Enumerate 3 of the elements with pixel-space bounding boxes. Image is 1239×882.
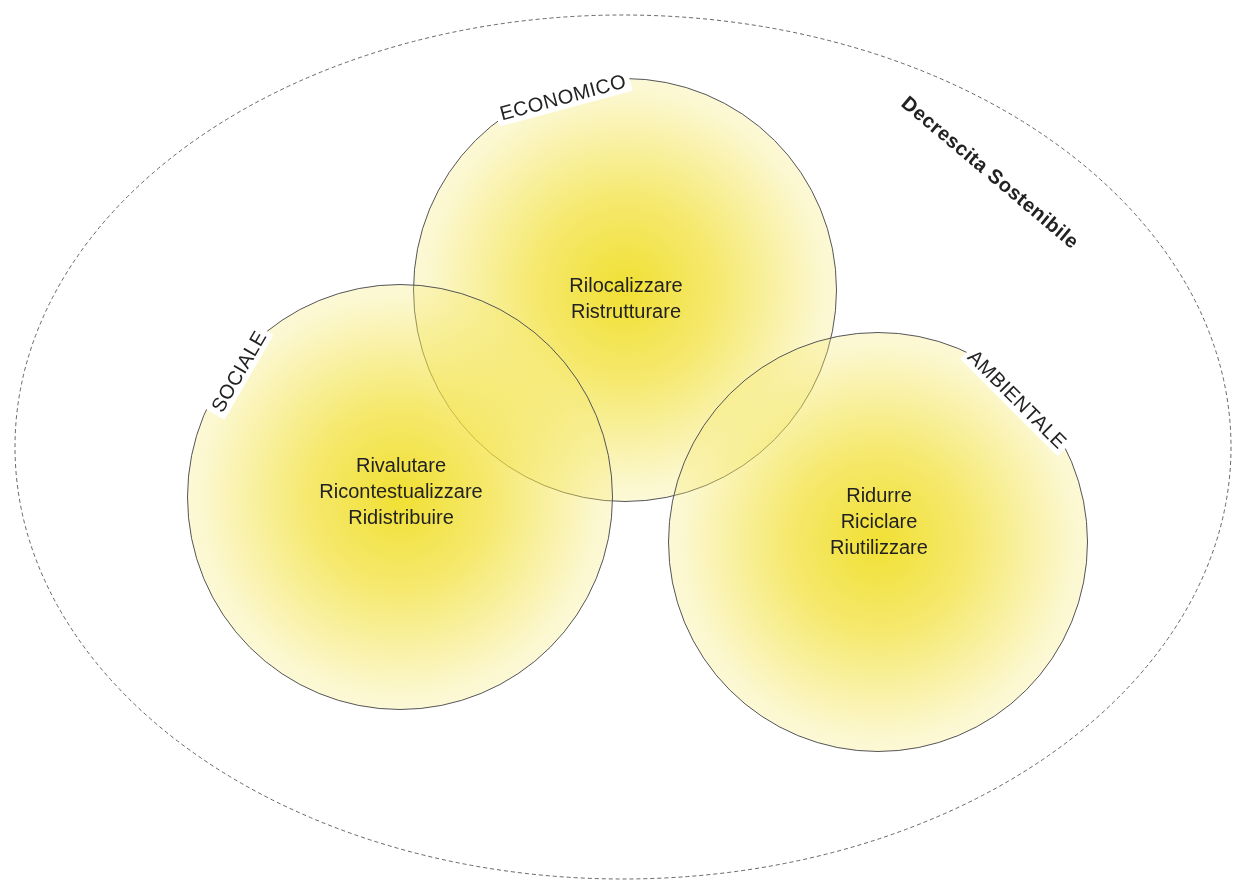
item-list: Rilocalizzare Ristrutturare xyxy=(466,272,786,324)
item-list: Ridurre Riciclare Riutilizzare xyxy=(719,482,1039,560)
item-list: Rivalutare Ricontestualizzare Ridistribuire xyxy=(241,452,561,530)
